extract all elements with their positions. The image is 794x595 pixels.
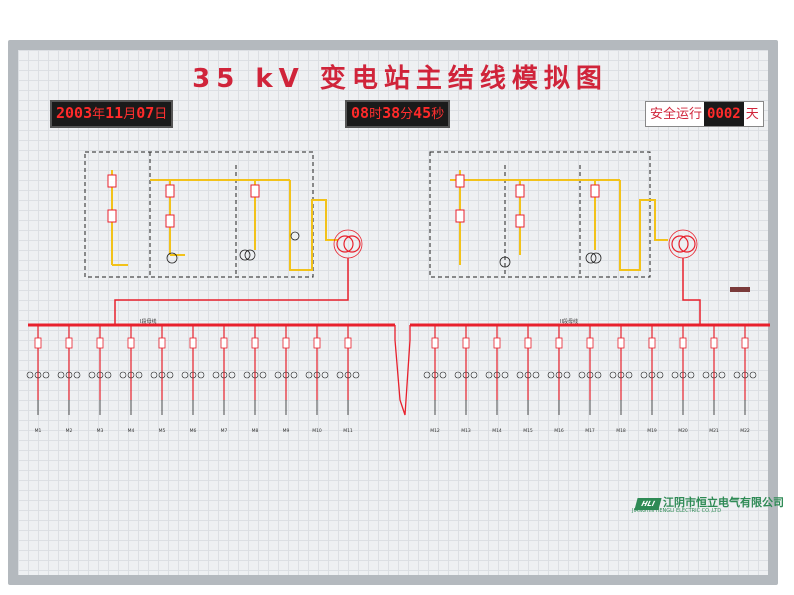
year-unit: 年 [92,107,106,122]
company-name: 江阴市恒立电气有限公司 [663,496,784,509]
date-display: 2003年11月07日 [50,100,174,128]
feeder-label: M1 [35,428,42,434]
hour-value: 08 [351,104,370,122]
feeder-bay: M18 [609,325,633,434]
feeder-label: M7 [221,428,228,434]
month-value: 11 [105,104,124,122]
day-unit: 日 [154,107,168,122]
feeder-bay: M17 [578,325,602,434]
safety-days: 0002 [704,102,744,126]
feeder-bay: M14 [485,325,509,434]
safety-label: 安全运行 [650,107,703,122]
feeder-label: M8 [252,428,259,434]
feeder-bay: M3 [88,325,112,434]
feeder-group: M1 M2 M3 M4 M5 M6 M7 M8 M9 M10 M11 M12 M13 M14 M15 M16 M… [26,325,757,434]
feeder-label: M14 [492,428,502,434]
feeder-bay: M2 [57,325,81,434]
day-value: 07 [136,104,155,122]
hour-unit: 时 [369,107,383,122]
feeder-label: M2 [66,428,73,434]
feeder-label: M11 [343,428,353,434]
main-transformer-t1 [333,229,363,259]
main-transformer-t2 [668,229,698,259]
hv-lines-left [111,170,338,271]
bus-right-label: II段母线 [560,319,578,325]
page-title: 35 kV 变电站主结线模拟图 [192,64,608,94]
incoming-bay-right [429,151,651,278]
indicator-lamp [730,287,750,292]
feeder-label: M21 [709,428,719,434]
hv-lines-right [450,170,668,271]
feeder-label: M13 [461,428,471,434]
feeder-label: M22 [740,428,750,434]
feeder-label: M10 [312,428,322,434]
feeder-bay: M9 [274,325,298,434]
feeder-bay: M11 [336,325,360,434]
bus-tie [394,325,411,416]
feeder-bay: M19 [640,325,664,434]
feeder-bay: M16 [547,325,571,434]
second-unit: 秒 [431,107,445,122]
diagram-board [18,50,768,575]
feeder-label: M12 [430,428,440,434]
feeder-label: M17 [585,428,595,434]
feeder-label: M20 [678,428,688,434]
company-english: JIANGYIN HENGLI ELECTRIC CO.,LTD [632,508,722,514]
feeder-label: M15 [523,428,533,434]
feeder-label: M16 [554,428,564,434]
feeder-label: M19 [647,428,657,434]
feeder-bay: M15 [516,325,540,434]
feeder-bay: M20 [671,325,695,434]
feeder-bay: M12 [423,325,447,434]
second-value: 45 [413,104,432,122]
feeder-bay: M4 [119,325,143,434]
feeder-bay: M6 [181,325,205,434]
feeder-label: M18 [616,428,626,434]
feeder-label: M6 [190,428,197,434]
feeder-bay: M21 [702,325,726,434]
transformer-feeds [114,258,701,325]
feeder-bay: M7 [212,325,236,434]
feeder-bay: M10 [305,325,329,434]
feeder-label: M4 [128,428,135,434]
feeder-bay: M22 [733,325,757,434]
bus-left-label: I段母线 [140,319,157,325]
incoming-bay-left [84,151,314,278]
feeder-label: M3 [97,428,104,434]
feeder-label: M9 [283,428,290,434]
hv-breakers [107,174,600,228]
month-unit: 月 [123,107,137,122]
feeder-bay: M1 [26,325,50,434]
bay-transformers [166,231,602,268]
year-value: 2003 [56,104,93,122]
minute-unit: 分 [400,107,414,122]
feeder-bay: M13 [454,325,478,434]
feeder-label: M5 [159,428,166,434]
feeder-bay: M8 [243,325,267,434]
minute-value: 38 [382,104,401,122]
feeder-bay: M5 [150,325,174,434]
safety-unit: 天 [745,107,759,122]
time-display: 08时38分45秒 [345,100,451,128]
